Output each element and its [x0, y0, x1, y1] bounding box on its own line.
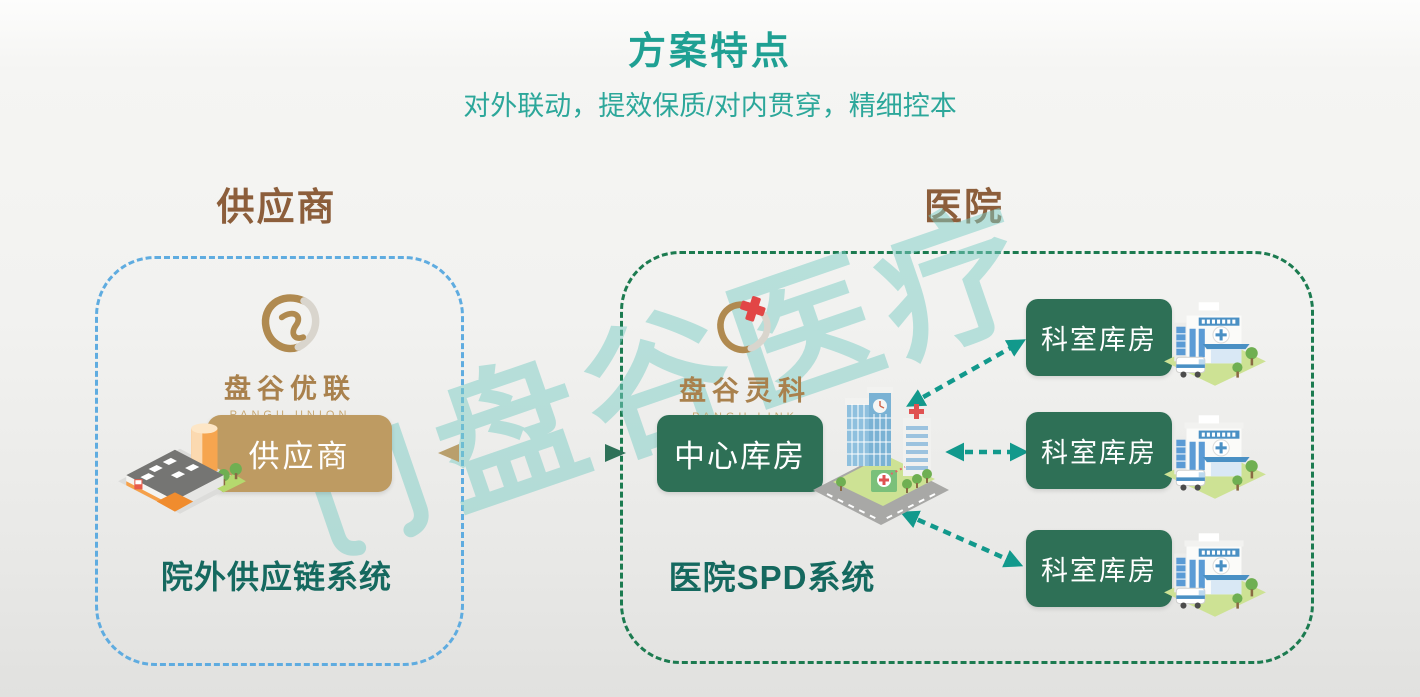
pangu-union-swirl-icon	[261, 294, 320, 353]
mini-hospital-icon	[1163, 414, 1267, 500]
hospital-campus-icon	[813, 387, 949, 525]
supplier-hospital-arrow	[438, 444, 626, 462]
arrow-top	[906, 339, 1026, 407]
pangu-union-name: 盘谷优联	[224, 374, 356, 404]
mini-hospital-icon	[1163, 532, 1267, 618]
department-warehouse-node: 科室库房	[1026, 530, 1172, 607]
supplier-caption: 院外供应链系统	[160, 559, 392, 595]
pangu-link-swirl-icon	[717, 296, 771, 354]
hospital-dashed-container	[620, 251, 1314, 664]
pangu-union-logo: 盘谷优联 PANGU UNION	[110, 288, 470, 421]
mini-hospital-icon	[1163, 301, 1267, 387]
pangu-link-name: 盘谷灵科	[679, 376, 811, 406]
central-warehouse-node: 中心库房	[657, 415, 823, 492]
page-subtitle: 对外联动，提效保质/对内贯穿，精细控本	[463, 91, 957, 121]
factory-building-icon	[118, 423, 246, 514]
hospital-section-header: 医院	[923, 187, 1004, 229]
department-warehouse-node: 科室库房	[1026, 412, 1172, 489]
hospital-caption: 医院SPD系统	[668, 559, 876, 596]
supplier-dashed-container	[95, 256, 464, 666]
arrow-bottom	[899, 510, 1024, 568]
page-title: 方案特点	[627, 31, 792, 73]
central-department-arrows	[899, 339, 1029, 568]
department-warehouse-node: 科室库房	[1026, 299, 1172, 376]
supplier-section-header: 供应商	[216, 187, 337, 229]
